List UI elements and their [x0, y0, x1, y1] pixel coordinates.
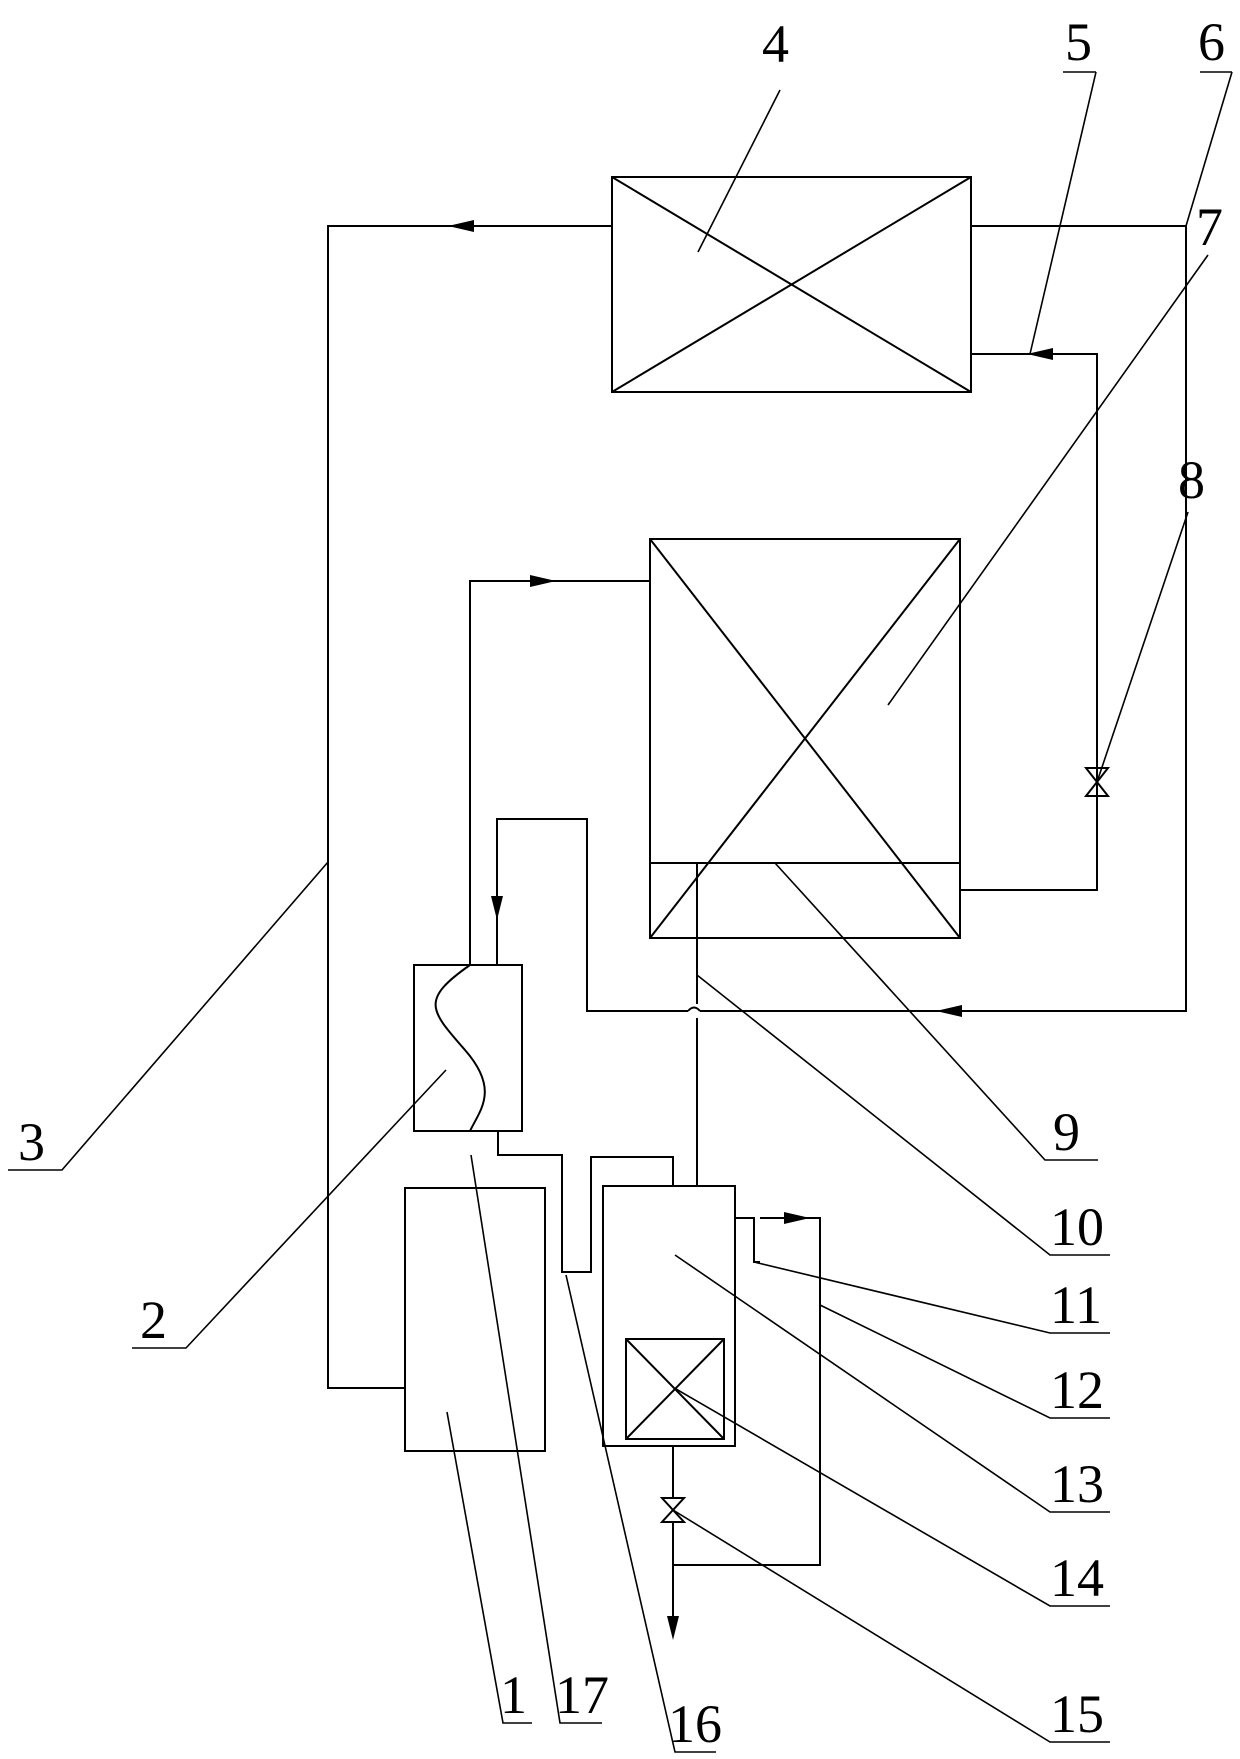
label-2: 2	[140, 1290, 167, 1350]
label-17: 17	[555, 1665, 609, 1725]
component-1-tank	[404, 1187, 546, 1452]
labels: 4 5 6 7 8 3 2 9 10 11 12 13 14 15 1 17 1…	[18, 12, 1225, 1754]
arrow-left-top	[448, 220, 474, 232]
label-6: 6	[1198, 12, 1225, 72]
component-2-coil-exchanger	[413, 964, 523, 1132]
label-15: 15	[1050, 1684, 1104, 1744]
label-8: 8	[1178, 450, 1205, 510]
label-14: 14	[1050, 1548, 1104, 1608]
component-4-heat-exchanger	[611, 176, 972, 393]
leader-lines	[8, 71, 1233, 1753]
label-13: 13	[1050, 1454, 1104, 1514]
label-16: 16	[668, 1694, 722, 1754]
label-7: 7	[1196, 197, 1223, 257]
label-11: 11	[1050, 1275, 1102, 1335]
arrow-down-drain	[667, 1616, 679, 1640]
arrow-left-return	[936, 1005, 962, 1017]
label-5: 5	[1065, 12, 1092, 72]
valve-8	[1083, 767, 1111, 797]
component-7-heat-exchanger	[649, 538, 961, 939]
label-3: 3	[18, 1112, 45, 1172]
valve-15	[659, 1497, 687, 1523]
arrow-down-coil	[491, 896, 503, 920]
label-12: 12	[1050, 1360, 1104, 1420]
arrow-right-outlet	[784, 1212, 810, 1224]
arrow-right-feed	[530, 575, 556, 587]
component-13-vessel	[602, 1185, 736, 1447]
label-4: 4	[762, 14, 789, 74]
label-1: 1	[500, 1665, 527, 1725]
component-14-inner-exchanger	[625, 1338, 725, 1440]
label-10: 10	[1050, 1197, 1104, 1257]
arrow-left-5	[1027, 348, 1053, 360]
label-9: 9	[1053, 1102, 1080, 1162]
flow-arrows	[448, 220, 1053, 1640]
